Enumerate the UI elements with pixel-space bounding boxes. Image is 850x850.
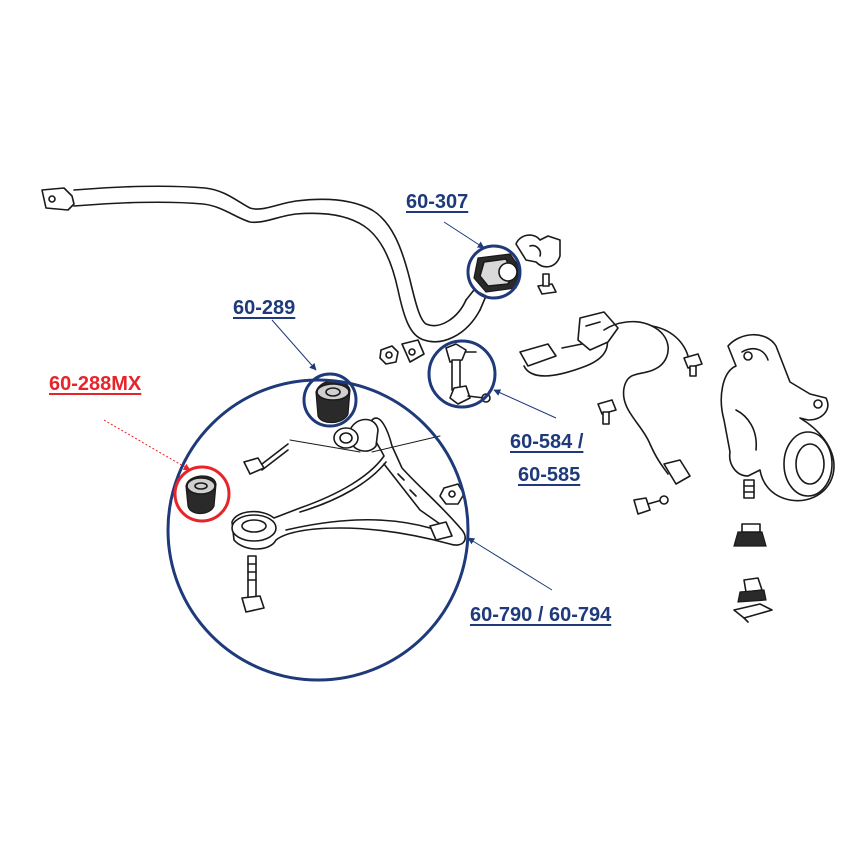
part-label-60-307[interactable]: 60-307 xyxy=(406,191,469,213)
leader-60-289 xyxy=(271,319,317,371)
leader-60-584 xyxy=(493,389,557,419)
compliance-bushing-part xyxy=(315,379,351,424)
lower-control-arm-ring xyxy=(166,378,470,682)
sway-bar-link-ring xyxy=(427,339,497,409)
part-label-60-288mx[interactable]: 60-288MX xyxy=(49,373,142,395)
bolt-harness-1 xyxy=(597,399,617,425)
nut-arm xyxy=(439,483,465,505)
sway-bar-link-part xyxy=(445,343,491,405)
nut-sway-bar xyxy=(379,345,399,365)
lower-arm-bushing-part xyxy=(185,475,217,515)
part-label-60-289[interactable]: 60-289 xyxy=(233,297,296,319)
bolt-arm-front xyxy=(243,443,289,475)
lower-control-arm-part xyxy=(231,417,466,550)
cotter-clip xyxy=(733,603,773,623)
leader-60-790 xyxy=(467,537,553,591)
bolt-harness-2 xyxy=(683,353,703,377)
bolt-bushing-bracket xyxy=(537,273,557,295)
ball-joint-boot xyxy=(733,523,767,547)
bolt-harness-3 xyxy=(633,495,669,515)
leader-60-307 xyxy=(443,221,485,249)
leader-60-288mx xyxy=(103,419,191,471)
part-label-60-585[interactable]: 60-585 xyxy=(518,464,581,486)
sway-bar xyxy=(41,185,487,363)
compliance-bushing-ring xyxy=(302,372,358,428)
part-label-60-790-60-794[interactable]: 60-790 / 60-794 xyxy=(470,604,612,626)
abs-sensor-harness xyxy=(519,311,691,485)
bolt-arm-vertical xyxy=(241,555,265,613)
castle-nut xyxy=(737,577,767,603)
sway-bar-bushing-ring xyxy=(466,244,522,300)
lower-arm-bushing-ring xyxy=(173,465,231,523)
part-label-60-584[interactable]: 60-584 / xyxy=(510,431,584,453)
steering-knuckle xyxy=(720,333,835,502)
